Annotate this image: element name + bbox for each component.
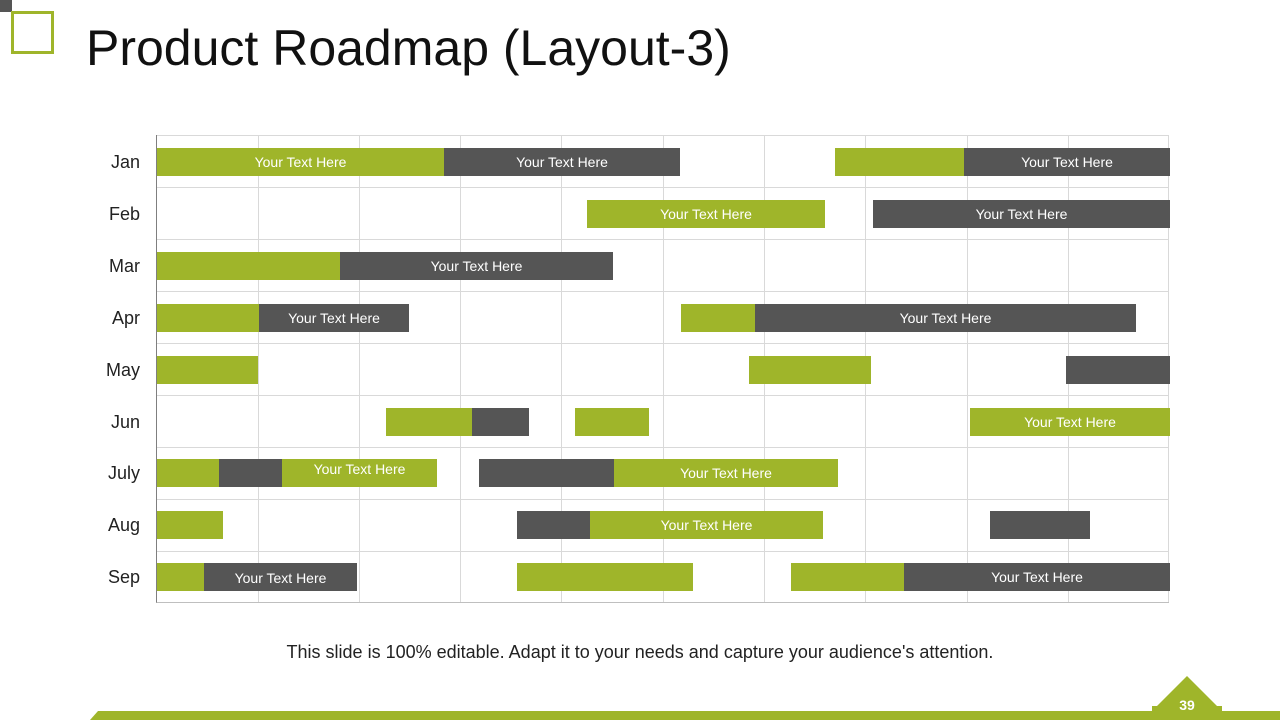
- roadmap-bar[interactable]: Your Text Here: [590, 511, 823, 539]
- page-title: Product Roadmap (Layout-3): [86, 20, 731, 76]
- grid-line: [359, 135, 360, 602]
- footnote: This slide is 100% editable. Adapt it to…: [286, 642, 994, 662]
- row-label-jun: Jun: [110, 412, 140, 432]
- roadmap-bar[interactable]: [157, 563, 204, 591]
- grid-line: [460, 135, 461, 602]
- roadmap-bar[interactable]: Your Text Here: [282, 459, 437, 487]
- roadmap-bar[interactable]: [681, 304, 755, 332]
- roadmap-bar[interactable]: Your Text Here: [755, 304, 1136, 332]
- roadmap-bar[interactable]: Your Text Here: [204, 563, 357, 591]
- grid-line: [258, 135, 259, 602]
- grid-line: [157, 239, 1169, 240]
- row-label-may: May: [105, 360, 140, 380]
- grid-line: [157, 187, 1169, 188]
- grid-line: [157, 395, 1169, 396]
- roadmap-bar[interactable]: [472, 408, 529, 436]
- roadmap-bar[interactable]: Your Text Here: [259, 304, 409, 332]
- corner-square-icon: [0, 0, 54, 54]
- roadmap-bar[interactable]: [990, 511, 1090, 539]
- roadmap-bar[interactable]: [575, 408, 649, 436]
- roadmap-bar[interactable]: Your Text Here: [904, 563, 1170, 591]
- roadmap-bar[interactable]: [219, 459, 282, 487]
- roadmap-bar[interactable]: Your Text Here: [157, 148, 444, 176]
- grid-line: [157, 135, 1169, 136]
- grid-line: [157, 499, 1169, 500]
- roadmap-bar[interactable]: Your Text Here: [614, 459, 838, 487]
- footer-band: [90, 676, 1280, 720]
- grid-line: [157, 551, 1169, 552]
- roadmap-bar[interactable]: Your Text Here: [587, 200, 825, 228]
- row-label-feb: Feb: [108, 204, 140, 224]
- roadmap-bar[interactable]: [517, 563, 693, 591]
- grid-line: [561, 135, 562, 602]
- roadmap-bar[interactable]: [157, 356, 258, 384]
- row-label-jan: Jan: [110, 152, 140, 172]
- row-label-mar: Mar: [109, 256, 140, 276]
- grid-line: [663, 135, 664, 602]
- roadmap-bar[interactable]: Your Text Here: [444, 148, 680, 176]
- roadmap-bar[interactable]: [157, 459, 219, 487]
- grid-line: [157, 343, 1169, 344]
- roadmap-bar[interactable]: Your Text Here: [340, 252, 613, 280]
- roadmap-bar[interactable]: [791, 563, 904, 591]
- roadmap-bar[interactable]: [386, 408, 472, 436]
- grid-line: [967, 135, 968, 602]
- row-label-july: July: [107, 463, 140, 483]
- roadmap-bar[interactable]: Your Text Here: [873, 200, 1170, 228]
- roadmap-bar[interactable]: [157, 304, 259, 332]
- grid-line: [157, 447, 1169, 448]
- row-label-sep: Sep: [107, 567, 140, 587]
- row-label-apr: Apr: [111, 308, 140, 328]
- roadmap-bar[interactable]: [157, 252, 340, 280]
- roadmap-bar[interactable]: [1066, 356, 1170, 384]
- roadmap-bar[interactable]: [517, 511, 590, 539]
- roadmap-chart: Your Text Here Your Text Here Your Text …: [156, 135, 1170, 603]
- grid-line: [157, 291, 1169, 292]
- roadmap-bar[interactable]: Your Text Here: [970, 408, 1170, 436]
- roadmap-bar[interactable]: Your Text Here: [964, 148, 1170, 176]
- row-label-aug: Aug: [107, 515, 140, 535]
- roadmap-bar[interactable]: [835, 148, 964, 176]
- roadmap-bar[interactable]: [479, 459, 614, 487]
- roadmap-bar[interactable]: [157, 511, 223, 539]
- roadmap-bar[interactable]: [749, 356, 871, 384]
- page-number: 39: [1179, 697, 1195, 713]
